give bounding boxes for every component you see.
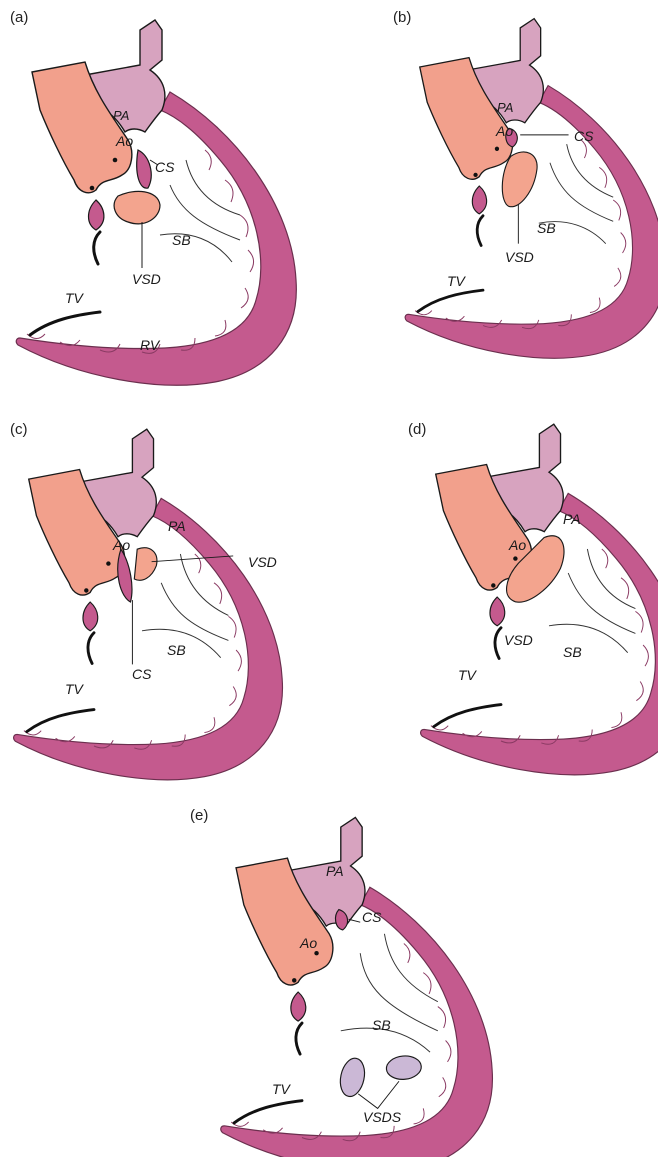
panel-c-ao-label: Ao	[112, 537, 130, 553]
panel-a: (a) Ao PA CS SB VSD TV RV	[10, 9, 296, 385]
panel-c-label: (c)	[10, 421, 28, 438]
panel-e-label: (e)	[190, 807, 208, 824]
panel-d-label: (d)	[408, 421, 426, 438]
panel-a-sb-label: SB	[172, 232, 191, 248]
panel-b-ao-label: Ao	[495, 123, 513, 139]
panel-e-tv-label: TV	[272, 1081, 292, 1097]
panel-d-tv-label: TV	[458, 667, 478, 683]
panel-e-heart	[221, 817, 493, 1157]
panel-a-rv-label: RV	[140, 337, 161, 353]
panel-a-pa-label: PA	[113, 108, 129, 123]
panel-d-heart	[421, 424, 658, 775]
panel-d-ao-label: Ao	[508, 537, 526, 553]
panel-e-sb-label: SB	[372, 1017, 391, 1033]
panel-b-sb-label: SB	[537, 220, 556, 236]
panel-e-cs-label: CS	[362, 909, 382, 925]
panel-c-vsd-label: VSD	[248, 554, 277, 570]
panel-a-vsd-label: VSD	[132, 271, 161, 287]
panel-b-label: (b)	[393, 9, 411, 26]
panel-b-tv-label: TV	[447, 273, 467, 289]
panel-d-pa-label: PA	[563, 511, 581, 527]
panel-c-tv-label: TV	[65, 681, 85, 697]
panel-e-vsds-label: VSDS	[363, 1109, 402, 1125]
panel-b-heart	[405, 19, 658, 359]
panel-c: (c) Ao PA VSD SB CS TV	[10, 421, 282, 780]
panel-e-pa-label: PA	[326, 863, 344, 879]
panel-b: (b) Ao PA CS SB VSD TV	[393, 9, 658, 358]
panel-a-cs-shape	[137, 150, 151, 188]
panel-b-vsd-label: VSD	[505, 249, 534, 265]
panel-a-vsd-shape	[114, 191, 160, 223]
panel-c-heart	[14, 429, 283, 780]
panel-e-ao-label: Ao	[299, 935, 317, 951]
panel-a-ao-label: Ao	[115, 133, 133, 149]
panel-a-heart	[16, 20, 296, 385]
panel-d-vsd-label: VSD	[504, 632, 533, 648]
panel-c-pa-label: PA	[168, 518, 186, 534]
panel-b-cs-label: CS	[574, 128, 594, 144]
panel-d-sb-label: SB	[563, 644, 582, 660]
panel-a-tv-label: TV	[65, 290, 85, 306]
panel-c-sb-label: SB	[167, 642, 186, 658]
panel-e: (e) Ao PA CS SB VSDS TV	[190, 807, 492, 1157]
panel-a-sb-line-2	[160, 234, 232, 262]
panel-b-pa-label: PA	[497, 100, 513, 115]
panel-a-label: (a)	[10, 9, 28, 26]
panel-c-cs-label: CS	[132, 666, 152, 682]
panel-d: (d) Ao PA VSD SB TV	[408, 421, 658, 775]
panel-a-cs-label: CS	[155, 159, 175, 175]
